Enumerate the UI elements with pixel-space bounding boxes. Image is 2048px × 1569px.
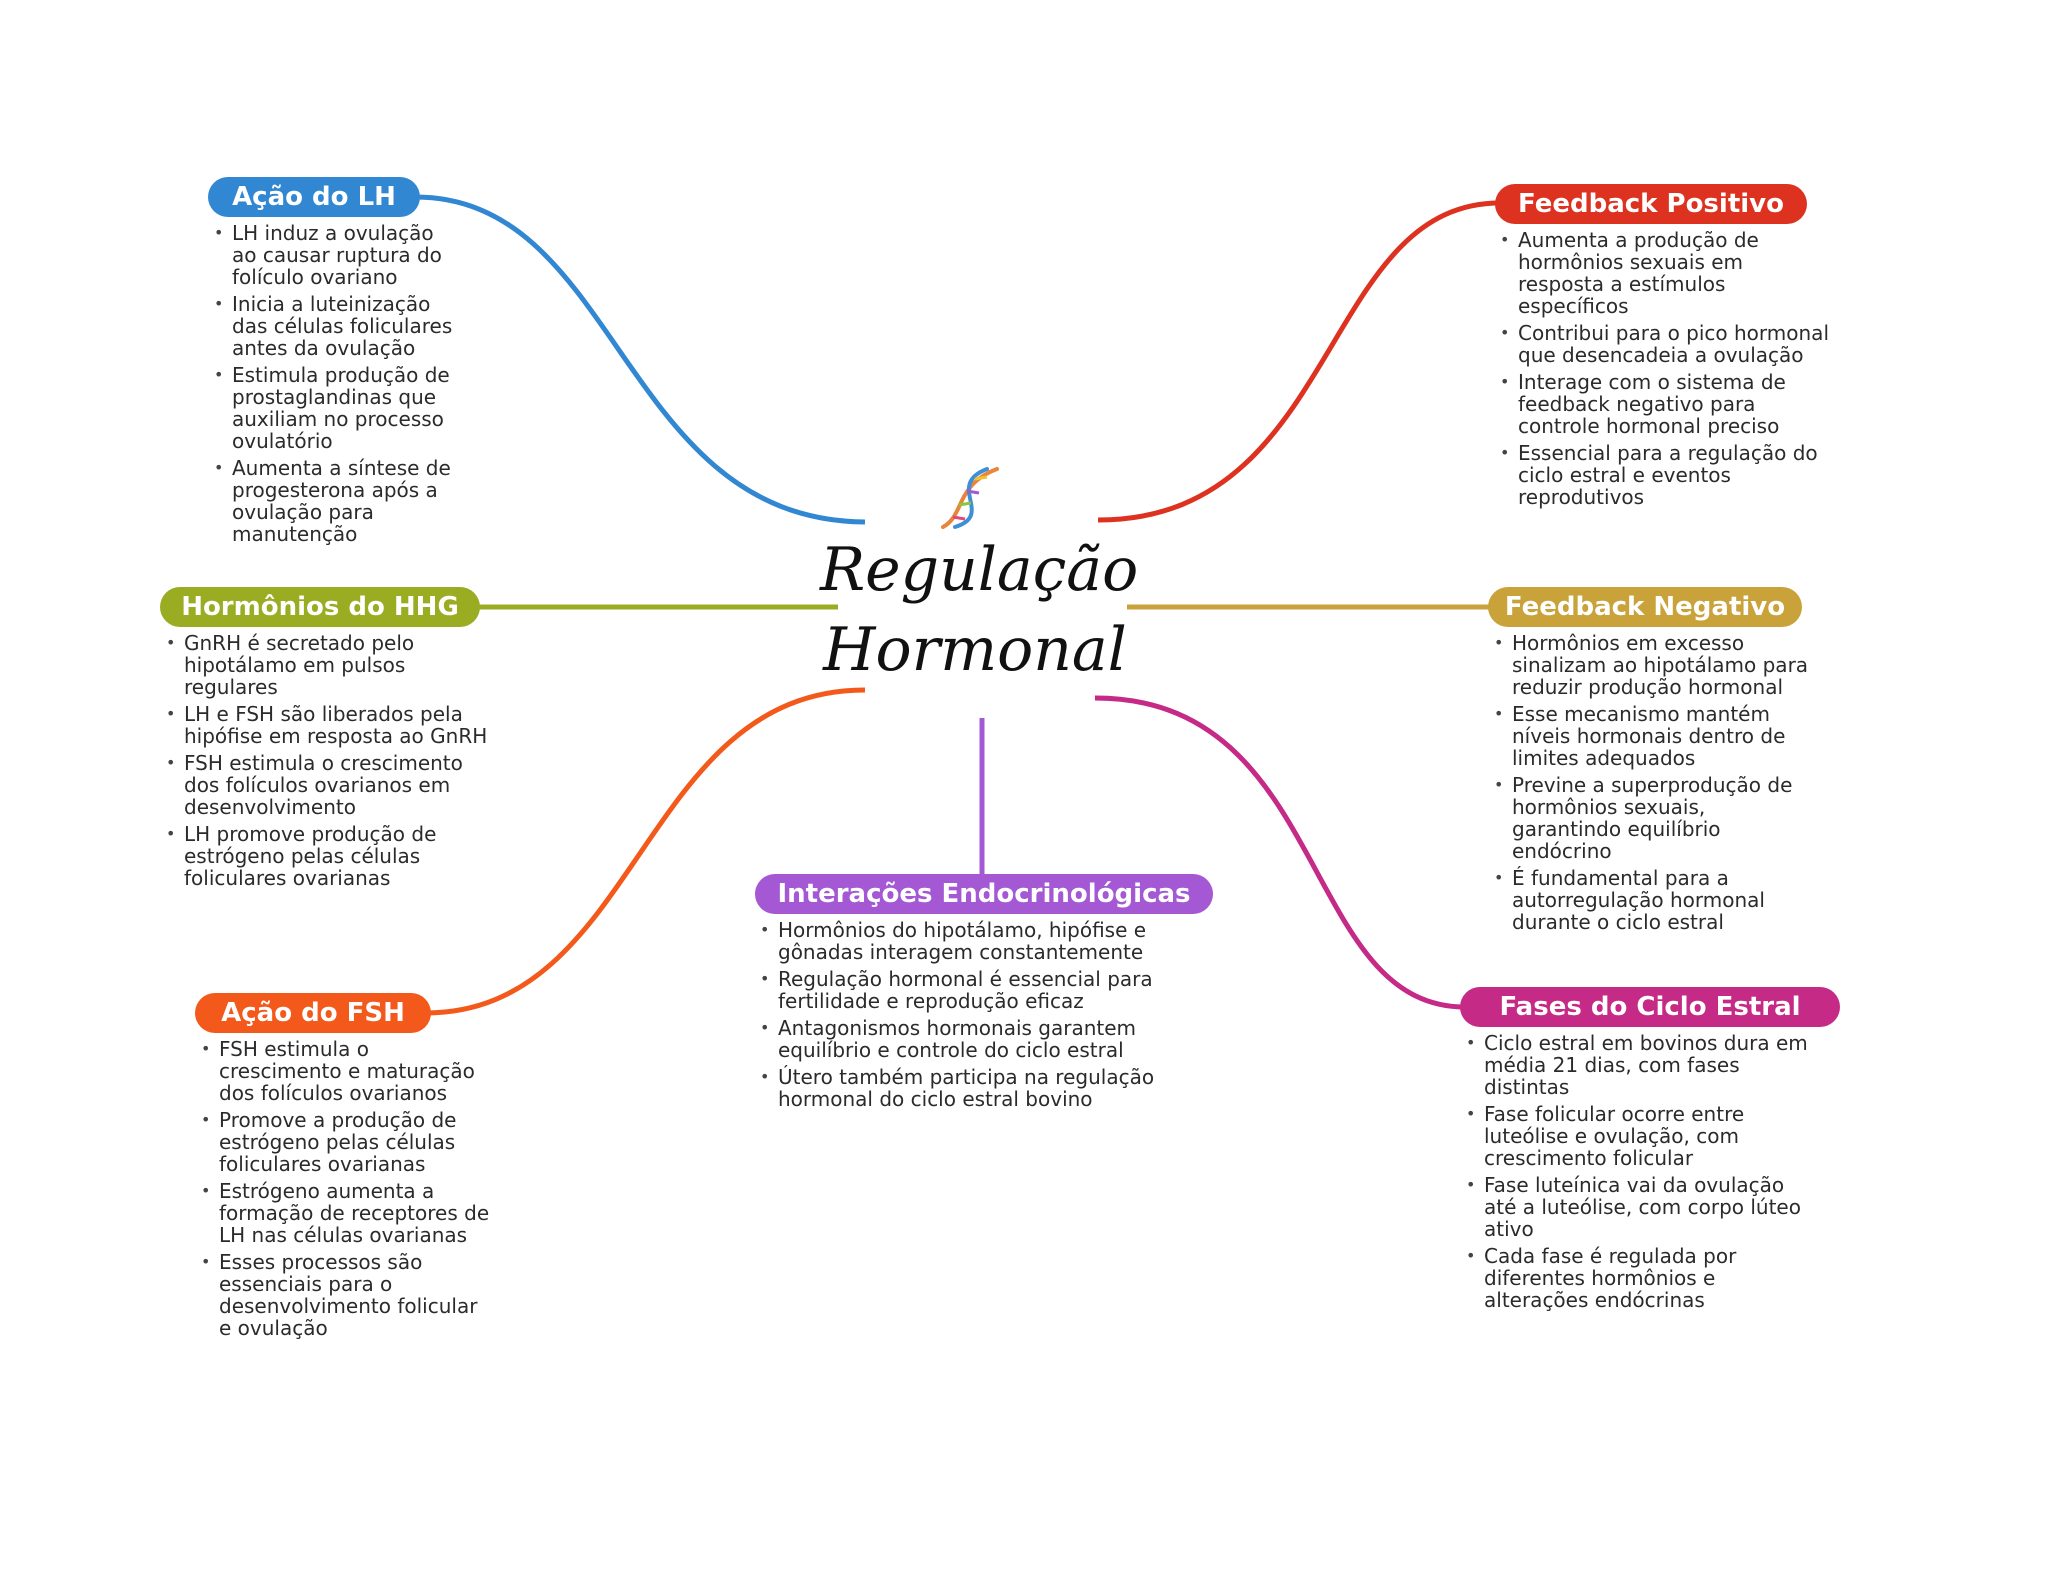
list-item: Estrógeno aumenta a formação de receptor… <box>201 1180 491 1246</box>
list-hormonios-hhg: GnRH é secretado pelo hipotálamo em puls… <box>166 632 496 894</box>
list-item: Regulação hormonal é essencial para fert… <box>760 968 1180 1012</box>
central-title-line1: Regulação <box>820 535 1139 605</box>
list-item: LH promove produção de estrógeno pelas c… <box>166 823 496 889</box>
list-feedback-positivo: Aumenta a produção de hormônios sexuais … <box>1500 229 1830 513</box>
node-interacoes-endocrinologicas: Interações Endocrinológicas <box>755 874 1213 914</box>
list-item: Essencial para a regulação do ciclo estr… <box>1500 442 1830 508</box>
central-title: Regulação Hormonal <box>820 530 1139 690</box>
list-item: Estimula produção de prostaglandinas que… <box>214 364 454 452</box>
list-item: Cada fase é regulada por diferentes horm… <box>1466 1245 1812 1311</box>
list-acao-lh: LH induz a ovulação ao causar ruptura do… <box>214 222 454 550</box>
connector-acao-fsh <box>424 687 866 1016</box>
list-item: LH e FSH são liberados pela hipófise em … <box>166 703 496 747</box>
node-fases-ciclo-estral: Fases do Ciclo Estral <box>1460 987 1840 1027</box>
list-item: Antagonismos hormonais garantem equilíbr… <box>760 1017 1180 1061</box>
list-item: Contribui para o pico hormonal que desen… <box>1500 322 1830 366</box>
list-item: GnRH é secretado pelo hipotálamo em puls… <box>166 632 496 698</box>
list-item: Interage com o sistema de feedback negat… <box>1500 371 1830 437</box>
list-item: Previne a superprodução de hormônios sex… <box>1494 774 1814 862</box>
list-item: Hormônios do hipotálamo, hipófise e gôna… <box>760 919 1180 963</box>
central-title-line2: Hormonal <box>823 615 1127 685</box>
list-item: FSH estimula o crescimento e maturação d… <box>201 1038 491 1104</box>
node-feedback-negativo: Feedback Negativo <box>1488 587 1802 627</box>
node-acao-lh: Ação do LH <box>208 177 420 217</box>
list-interacoes-endocrinologicas: Hormônios do hipotálamo, hipófise e gôna… <box>760 919 1180 1115</box>
list-item: LH induz a ovulação ao causar ruptura do… <box>214 222 454 288</box>
node-feedback-positivo: Feedback Positivo <box>1495 184 1807 224</box>
list-item: FSH estimula o crescimento dos folículos… <box>166 752 496 818</box>
node-acao-fsh: Ação do FSH <box>195 993 431 1033</box>
list-item: Fase luteínica vai da ovulação até a lut… <box>1466 1174 1812 1240</box>
list-item: Aumenta a síntese de progesterona após a… <box>214 457 454 545</box>
list-item: Esse mecanismo mantém níveis hormonais d… <box>1494 703 1814 769</box>
list-fases-ciclo-estral: Ciclo estral em bovinos dura em média 21… <box>1466 1032 1812 1316</box>
dna-icon <box>941 467 999 529</box>
list-item: É fundamental para a autorregulação horm… <box>1494 867 1814 933</box>
connector-acao-lh <box>414 194 866 525</box>
list-item: Promove a produção de estrógeno pelas cé… <box>201 1109 491 1175</box>
list-item: Inicia a luteinização das células folicu… <box>214 293 454 359</box>
list-feedback-negativo: Hormônios em excesso sinalizam ao hipotá… <box>1494 632 1814 938</box>
list-item: Hormônios em excesso sinalizam ao hipotá… <box>1494 632 1814 698</box>
list-item: Esses processos são essenciais para o de… <box>201 1251 491 1339</box>
node-hormonios-hhg: Hormônios do HHG <box>160 587 480 627</box>
list-item: Fase folicular ocorre entre luteólise e … <box>1466 1103 1812 1169</box>
connector-fases <box>1094 695 1466 1010</box>
connector-feedback-positivo <box>1097 200 1501 523</box>
list-item: Aumenta a produção de hormônios sexuais … <box>1500 229 1830 317</box>
list-acao-fsh: FSH estimula o crescimento e maturação d… <box>201 1038 491 1344</box>
list-item: Ciclo estral em bovinos dura em média 21… <box>1466 1032 1812 1098</box>
list-item: Útero também participa na regulação horm… <box>760 1066 1180 1110</box>
